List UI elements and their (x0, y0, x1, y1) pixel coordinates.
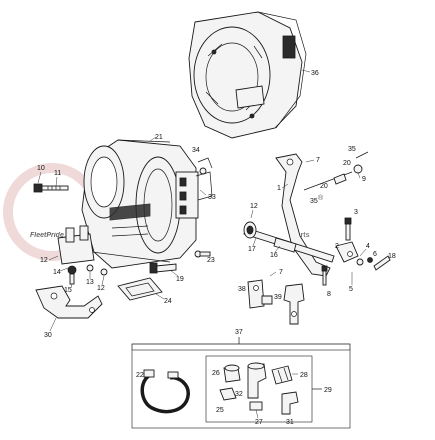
callout-28: 28 (300, 372, 308, 379)
callout-23: 23 (207, 257, 215, 264)
watermark-wordmark: Parts (292, 232, 310, 239)
callout-25: 25 (216, 407, 224, 414)
callout-26: 26 (212, 370, 220, 377)
bracket-39 (283, 283, 305, 325)
callout-35-a: 35 (348, 146, 356, 153)
callout-35-b: 35 (310, 198, 318, 205)
elbow-fitting-32 (247, 362, 267, 399)
pin-23 (194, 250, 211, 258)
callout-17: 17 (248, 246, 256, 253)
watermark-brand: FleetPride (30, 232, 64, 239)
hose-22 (140, 369, 190, 414)
callout-10: 10 (37, 165, 45, 172)
callout-36: 36 (311, 70, 319, 77)
clutch-housing-21 (81, 139, 213, 269)
release-lever-1 (275, 153, 331, 277)
callout-37: 37 (235, 329, 243, 336)
callout-34: 34 (192, 147, 200, 154)
callout-39: 39 (274, 294, 282, 301)
cross-shaft-16-17 (243, 221, 335, 263)
callout-38: 38 (238, 286, 246, 293)
bolt-19 (149, 262, 177, 274)
fitting-28 (271, 365, 293, 385)
callout-31: 31 (286, 419, 294, 426)
callout-19: 19 (176, 276, 184, 283)
rod-assembly-20-35 (303, 151, 369, 191)
callout-11: 11 (54, 170, 61, 177)
elbow-31 (281, 391, 299, 415)
bolt-10-11 (33, 183, 69, 193)
callout-20-a: 20 (343, 160, 351, 167)
callout-2: 2 (335, 243, 339, 250)
callout-27: 27 (255, 419, 263, 426)
callout-20-b: 20 (320, 183, 328, 190)
clevis-2-4-6 (335, 241, 373, 266)
callout-9: 9 (362, 176, 366, 183)
support-bracket-30 (35, 285, 103, 319)
grease-fitting-34 (197, 157, 213, 175)
pin-18 (373, 255, 391, 271)
callout-33: 33 (208, 194, 216, 201)
fitting-26 (223, 364, 241, 383)
callout-1: 1 (277, 185, 281, 192)
callout-15: 15 (64, 287, 72, 294)
callout-13: 13 (86, 279, 94, 286)
callout-4: 4 (366, 243, 370, 250)
flywheel-housing-36 (188, 11, 307, 139)
callout-3: 3 (354, 209, 358, 216)
callout-22: 22 (136, 372, 144, 379)
callout-12-b: 12 (97, 285, 105, 292)
bolt-3 (344, 217, 352, 241)
nut-25 (219, 387, 237, 401)
callout-30: 30 (44, 332, 52, 339)
callout-5: 5 (349, 286, 353, 293)
callout-24: 24 (164, 298, 172, 305)
bracket-assembly-12-15 (57, 225, 108, 285)
callout-32: 32 (235, 391, 243, 398)
fitting-27 (249, 401, 263, 411)
callout-7-a: 7 (316, 157, 320, 164)
callout-29: 29 (324, 387, 332, 394)
callout-8: 8 (327, 291, 331, 298)
bracket-38 (247, 279, 273, 309)
callout-12-c: 12 (250, 203, 258, 210)
callout-16: 16 (270, 252, 278, 259)
callout-14: 14 (53, 269, 61, 276)
callout-6: 6 (373, 251, 377, 258)
callout-12-a: 12 (40, 257, 48, 264)
watermark-trademark: ® (318, 194, 324, 202)
bolt-8 (321, 265, 328, 286)
callout-7-b: 7 (279, 269, 283, 276)
callout-18: 18 (388, 253, 396, 260)
callout-21: 21 (155, 134, 163, 141)
cover-plate-24 (117, 277, 163, 301)
kit-37-bracket-lines (131, 337, 351, 429)
